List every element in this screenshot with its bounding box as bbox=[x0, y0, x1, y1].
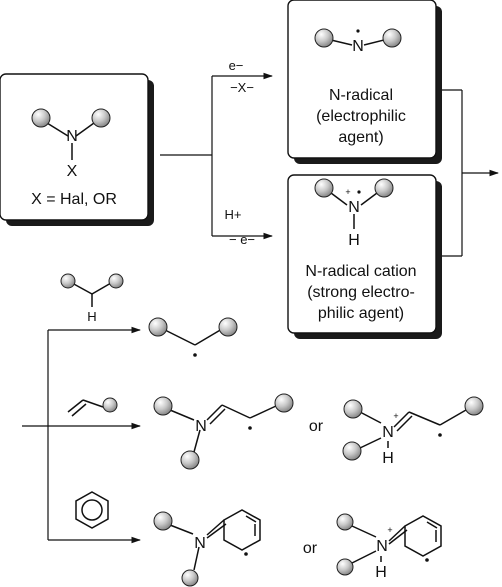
pathway-branch: e− −X− H+ − e− bbox=[160, 58, 273, 247]
radical-dot bbox=[438, 433, 442, 437]
substituent-ball bbox=[153, 396, 173, 416]
lower-path-label-bottom: − e− bbox=[229, 232, 255, 247]
reagent-X: X bbox=[67, 163, 78, 180]
substrate-alkane: H bbox=[60, 273, 124, 324]
radical-dot bbox=[425, 558, 429, 562]
product-amine-cyclohexadienyl: N bbox=[153, 509, 261, 587]
product-alkyl-radical bbox=[148, 317, 238, 357]
cation-H: H bbox=[348, 232, 360, 249]
cation-line2: (strong electro- bbox=[307, 284, 415, 301]
product-amine-N: N bbox=[195, 418, 207, 435]
ammonium-plus: + bbox=[393, 411, 398, 421]
substituent-ball bbox=[153, 511, 173, 531]
product-amine-alkyl-radical: N bbox=[153, 393, 294, 470]
substituent-ball bbox=[180, 450, 200, 470]
product-amine-N: N bbox=[194, 535, 206, 552]
ammonium-plus: + bbox=[387, 525, 392, 535]
radical-dot bbox=[357, 190, 361, 194]
reagent-caption: X = Hal, OR bbox=[31, 191, 117, 208]
substituent-ball bbox=[181, 569, 199, 587]
radical-N: N bbox=[352, 38, 364, 55]
substituent-ball bbox=[336, 513, 354, 531]
substituent-ball bbox=[148, 317, 168, 337]
radical-dot bbox=[193, 353, 197, 357]
n-radical-cation-box: N + H N-radical cation (strong electro- … bbox=[287, 174, 442, 339]
product-ammonium-cyclohexadienyl: N + H bbox=[336, 513, 442, 581]
radical-dot bbox=[356, 29, 360, 33]
lower-path-label-top: H+ bbox=[225, 207, 242, 222]
cation-line1: N-radical cation bbox=[305, 263, 416, 280]
substituent-ball bbox=[342, 441, 362, 461]
substituent-ball bbox=[274, 393, 294, 413]
radical-line1: N-radical bbox=[329, 87, 393, 104]
radical-line3: agent) bbox=[338, 129, 383, 146]
or-label: or bbox=[309, 418, 324, 435]
product-ammonium-alkyl-radical: N + H bbox=[342, 396, 484, 467]
or-label: or bbox=[303, 540, 318, 557]
cation-plus: + bbox=[345, 187, 350, 197]
radical-dot bbox=[248, 426, 252, 430]
cation-line3: philic agent) bbox=[318, 305, 404, 322]
product-ammonium-H: H bbox=[375, 564, 387, 581]
product-ammonium-N: N bbox=[382, 424, 394, 441]
product-ammonium-H: H bbox=[382, 450, 394, 467]
substrate-alkene bbox=[67, 397, 118, 417]
substituent-ball bbox=[60, 273, 76, 289]
upper-path-label-bottom: −X− bbox=[230, 80, 254, 95]
cation-N: N bbox=[348, 199, 360, 216]
substituent-ball bbox=[108, 273, 124, 289]
radical-line2: (electrophilic bbox=[316, 108, 406, 125]
merge-bracket bbox=[442, 89, 499, 257]
alkane-H: H bbox=[87, 309, 96, 324]
substrate-benzene bbox=[75, 491, 109, 529]
substituent-ball bbox=[464, 396, 484, 416]
substituent-ball bbox=[314, 178, 334, 198]
product-ammonium-N: N bbox=[376, 538, 388, 555]
substituent-ball bbox=[91, 108, 111, 128]
substituent-ball bbox=[382, 28, 402, 48]
reagent-N: N bbox=[66, 128, 78, 145]
substituent-ball bbox=[31, 108, 51, 128]
substituent-ball bbox=[336, 558, 354, 576]
substituent-ball bbox=[314, 28, 334, 48]
radical-dot bbox=[244, 552, 248, 556]
reagent-box: N X X = Hal, OR bbox=[0, 73, 154, 226]
reaction-arrows bbox=[22, 326, 141, 544]
n-radical-box: N N-radical (electrophilic agent) bbox=[287, 0, 442, 164]
substituent-ball bbox=[343, 399, 363, 419]
upper-path-label-top: e− bbox=[229, 58, 244, 73]
substituent-ball bbox=[374, 178, 394, 198]
substituent-ball bbox=[102, 397, 118, 413]
substituent-ball bbox=[218, 317, 238, 337]
